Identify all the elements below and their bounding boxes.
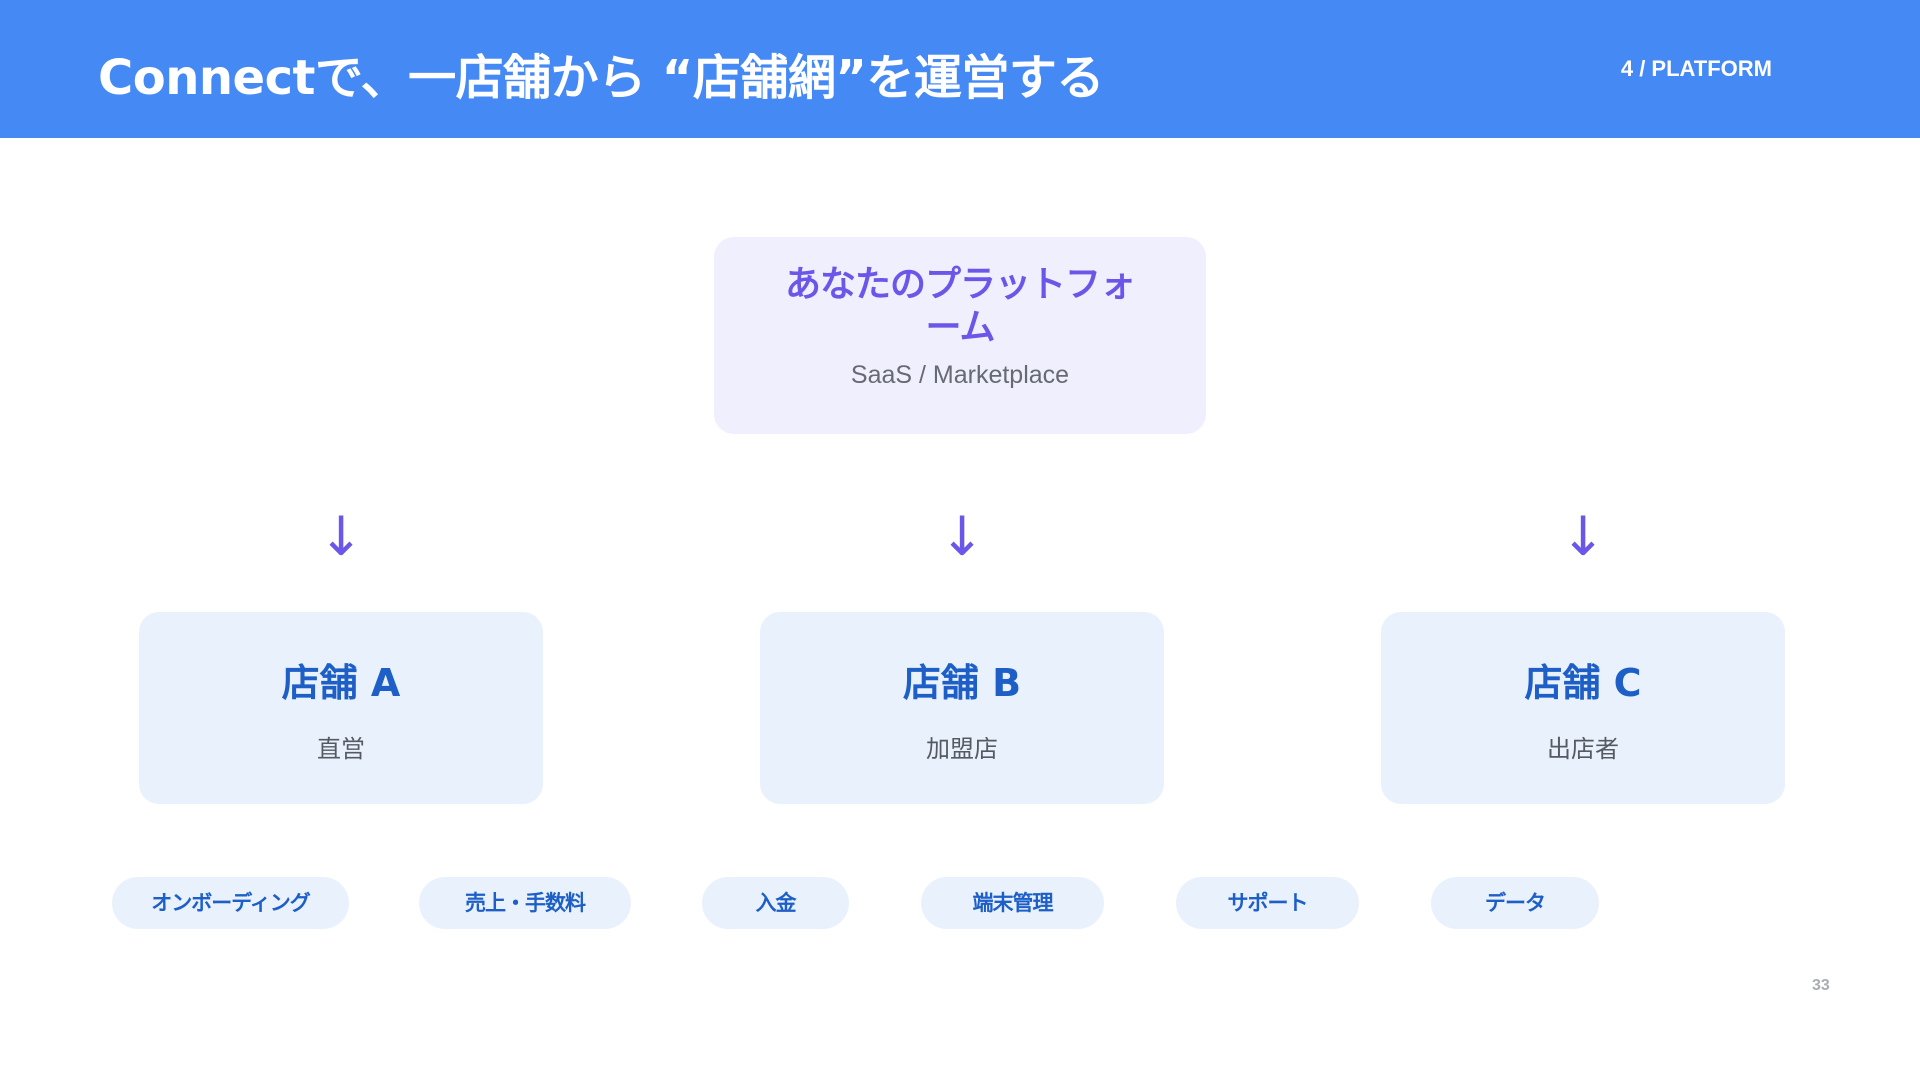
header-bar: Connectで、一店舗から “店舗網”を運営する 4 / PLATFORM xyxy=(0,0,1920,138)
feature-pill-payout: 入金 xyxy=(702,877,849,929)
section-label: 4 / PLATFORM xyxy=(1620,56,1772,81)
store-name: 店舗 C xyxy=(1524,661,1642,705)
feature-pill-support: サポート xyxy=(1176,877,1359,929)
store-type: 直営 xyxy=(317,735,365,763)
store-name: 店舗 A xyxy=(281,661,401,705)
platform-title: あなたのプラットフォーム xyxy=(784,264,1136,348)
feature-pill-terminal-management: 端末管理 xyxy=(921,877,1104,929)
store-type: 出店者 xyxy=(1547,735,1619,763)
store-name: 店舗 B xyxy=(902,661,1022,705)
feature-pill-data: データ xyxy=(1431,877,1599,929)
feature-pill-onboarding: オンボーディング xyxy=(112,877,349,929)
down-arrow-icon: ↓ xyxy=(939,505,985,568)
platform-subtitle: SaaS / Marketplace xyxy=(850,361,1070,389)
page-number: 33 xyxy=(1812,977,1830,994)
store-card-a: 店舗 A 直営 xyxy=(139,612,543,804)
store-card-b: 店舗 B 加盟店 xyxy=(760,612,1164,804)
store-card-c: 店舗 C 出店者 xyxy=(1381,612,1785,804)
down-arrow-icon: ↓ xyxy=(1560,505,1606,568)
down-arrow-icon: ↓ xyxy=(318,505,364,568)
store-type: 加盟店 xyxy=(926,735,998,763)
feature-pill-sales-fees: 売上・手数料 xyxy=(419,877,631,929)
slide-title: Connectで、一店舗から “店舗網”を運営する xyxy=(98,50,1104,106)
platform-card: あなたのプラットフォーム SaaS / Marketplace xyxy=(714,237,1206,434)
